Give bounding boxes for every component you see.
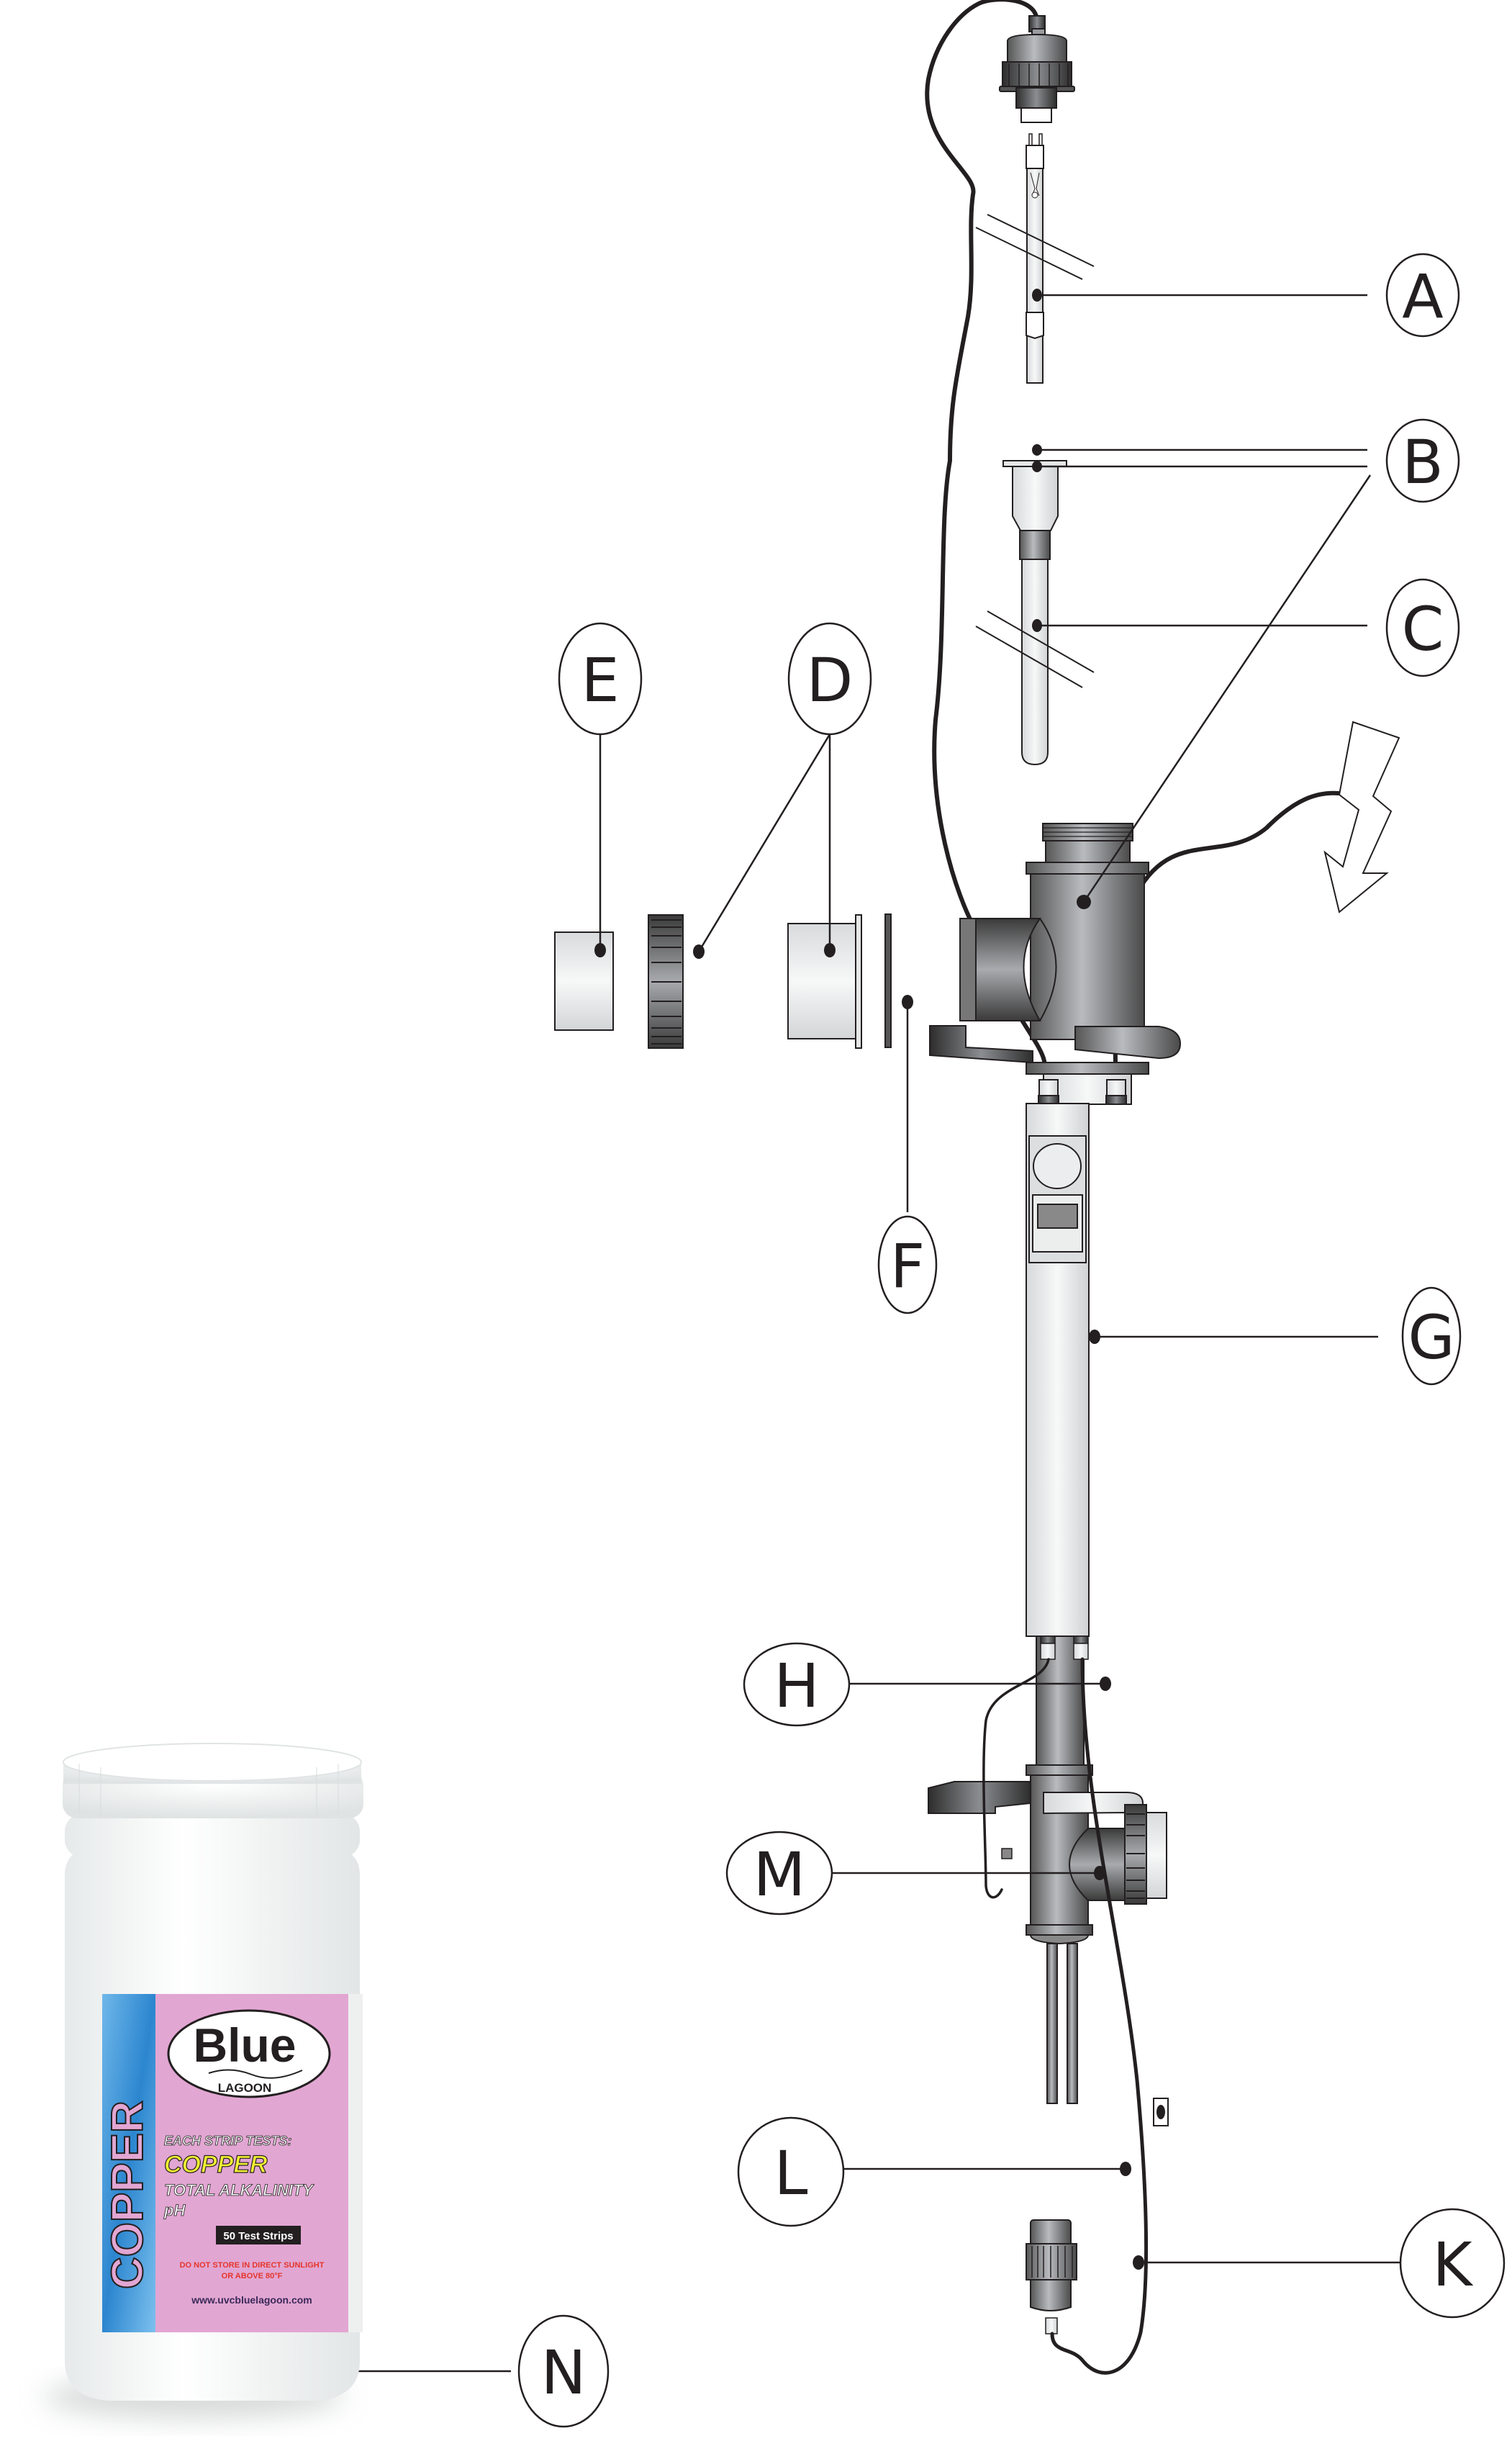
electrode-rods [1046,1943,1078,2104]
callout-label-f: F [890,1231,925,1301]
callout-label-l: L [774,2138,808,2208]
callout-label-d: D [807,645,854,716]
lower-cables [982,1657,1169,2375]
callout-circle-f [877,1215,938,1314]
lower-tee [928,1764,1167,1945]
lamp-cap-connector [999,15,1075,123]
callout-label-a: A [1402,261,1443,332]
leader-dots [211,289,1165,2378]
power-lightning-icon [1323,721,1400,913]
end-cap [787,914,862,1049]
bottle-side-word: COPPER [103,2101,153,2289]
bottle-warning-2: OR ABOVE 80°F [222,2272,283,2280]
bottle-test-copper: COPPER [164,2151,268,2178]
bottle-brand-top: Blue [193,2018,296,2072]
callout-circle-e [558,622,643,736]
callout-circle-d [787,622,872,736]
electrode-cap [1026,2219,1077,2334]
callout-label-k: K [1432,2229,1473,2300]
bottle-tests-heading: EACH STRIP TESTS: [164,2134,291,2148]
callout-circle-h [743,1642,851,1727]
callout-circle-a [1385,253,1460,338]
break-lines-c [975,610,1095,688]
callout-letters: A B C D E F G H M L K N [541,261,1474,2408]
end-plug [554,931,614,1031]
union-nut [648,914,684,1049]
callout-label-c: C [1402,594,1444,664]
callout-circle-c [1385,578,1460,677]
quartz-sleeve [1002,460,1067,766]
test-strip-bottle: COPPER Blue LAGOON EACH STRIP TESTS: COP… [43,1743,363,2419]
callout-circle-l [737,2116,845,2227]
electrode-chamber [1036,1635,1089,1779]
callout-label-m: M [753,1839,805,1910]
upper-tee-housing [929,823,1182,1105]
callout-label-b: B [1402,427,1444,497]
bottle-website: www.uvcbluelagoon.com [191,2294,312,2306]
callout-circle-n [517,2314,610,2428]
bottle-warning-1: DO NOT STORE IN DIRECT SUNLIGHT [180,2261,325,2270]
callout-label-h: H [774,1651,819,1721]
bottle-brand-bottom: LAGOON [218,2081,272,2095]
callout-circles [517,253,1506,2428]
callout-label-g: G [1408,1302,1454,1373]
callout-label-n: N [541,2337,587,2408]
bottle-test-alkalinity: TOTAL ALKALINITY [164,2181,314,2199]
callout-circle-m [725,1831,833,1916]
bottle-test-ph: pH [163,2201,186,2219]
leader-lines [217,294,1401,2373]
callout-circle-g [1401,1286,1462,1386]
callout-circle-b [1385,418,1460,503]
control-housing [1026,1103,1090,1637]
callout-label-e: E [581,645,619,716]
break-lines-a [975,214,1095,280]
callout-circle-k [1399,2208,1506,2319]
bottle-count-badge: 50 Test Strips [223,2230,293,2242]
uv-lamp [1026,133,1044,384]
gasket [884,913,892,1048]
